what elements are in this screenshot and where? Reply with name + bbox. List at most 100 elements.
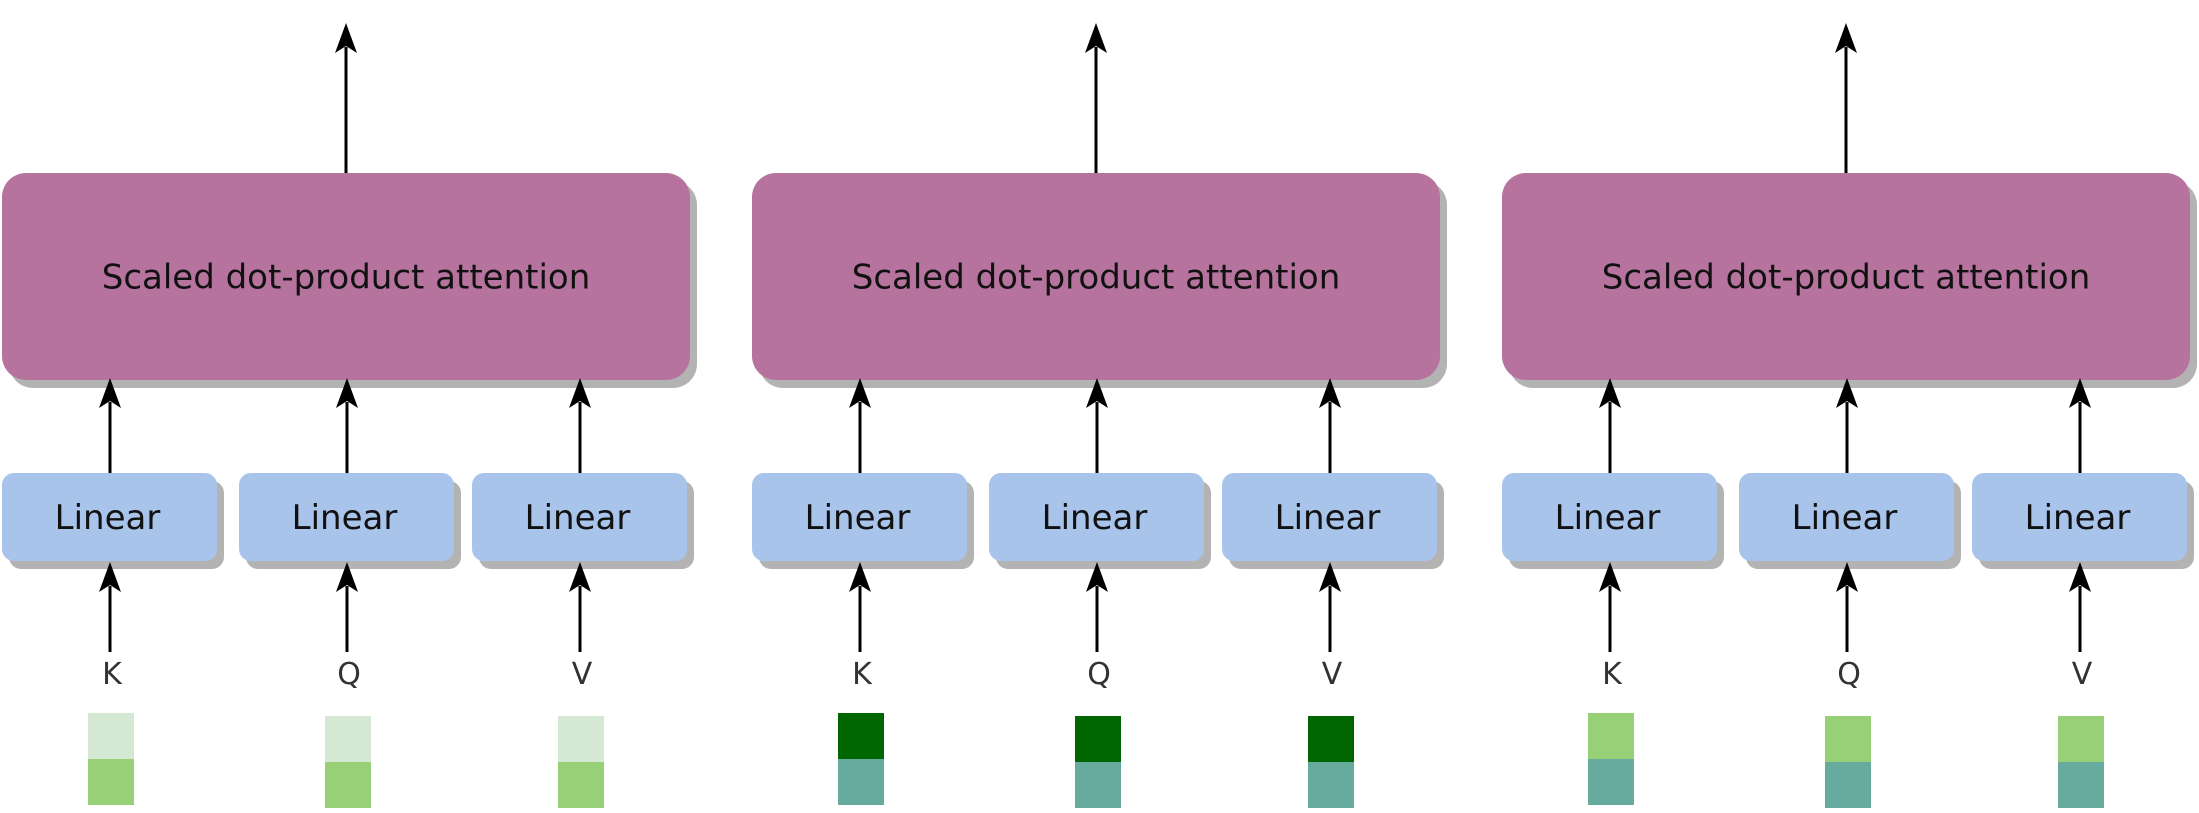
- input-to-linear-arrow-head: [1319, 562, 1341, 592]
- embedding-square-top: [558, 716, 604, 762]
- input-label-q: Q: [1087, 657, 1111, 692]
- input-to-linear-arrow: [1086, 562, 1108, 652]
- attention-label: Scaled dot-product attention: [852, 258, 1341, 298]
- input-to-linear-arrow-head: [849, 562, 871, 592]
- embedding-square-bottom: [1825, 762, 1871, 808]
- linear-box: [2, 473, 217, 561]
- attention-head-3: Scaled dot-product attentionLinearKLinea…: [1502, 23, 2197, 808]
- input-to-linear-arrow: [2069, 562, 2091, 652]
- linear-box: [752, 473, 967, 561]
- attention-label: Scaled dot-product attention: [102, 258, 591, 298]
- output-arrow-head: [1085, 23, 1107, 53]
- embedding-square-top: [1588, 713, 1634, 759]
- input-label-k: K: [852, 657, 873, 692]
- linear-to-attention-arrow: [1599, 378, 1621, 473]
- linear-label: Linear: [1792, 498, 1898, 538]
- output-arrow: [1835, 23, 1857, 173]
- embedding-square-top: [88, 713, 134, 759]
- linear-to-attention-arrow: [336, 378, 358, 473]
- embedding-square-top: [325, 716, 371, 762]
- attention-label: Scaled dot-product attention: [1602, 258, 2091, 298]
- input-label-k: K: [102, 657, 123, 692]
- linear-label: Linear: [55, 498, 161, 538]
- linear-to-attention-arrow: [2069, 378, 2091, 473]
- input-label-v: V: [572, 657, 593, 692]
- input-to-linear-arrow-head: [1086, 562, 1108, 592]
- input-label-k: K: [1602, 657, 1623, 692]
- embedding-square-bottom: [558, 762, 604, 808]
- linear-to-attention-arrow-head: [99, 378, 121, 408]
- linear-to-attention-arrow-head: [1319, 378, 1341, 408]
- output-arrow: [1085, 23, 1107, 173]
- attention-head-1: Scaled dot-product attentionLinearKLinea…: [2, 23, 697, 808]
- embedding-square-bottom: [1588, 759, 1634, 805]
- input-label-v: V: [2072, 657, 2093, 692]
- input-to-linear-arrow-head: [1836, 562, 1858, 592]
- embedding-square-top: [1825, 716, 1871, 762]
- input-to-linear-arrow-head: [99, 562, 121, 592]
- linear-to-attention-arrow-head: [336, 378, 358, 408]
- input-to-linear-arrow: [849, 562, 871, 652]
- embedding-square-bottom: [2058, 762, 2104, 808]
- linear-label: Linear: [1275, 498, 1381, 538]
- linear-box: [472, 473, 687, 561]
- linear-label: Linear: [1555, 498, 1661, 538]
- attention-head-2: Scaled dot-product attentionLinearKLinea…: [752, 23, 1447, 808]
- linear-to-attention-arrow: [1319, 378, 1341, 473]
- linear-box: [989, 473, 1204, 561]
- input-to-linear-arrow-head: [336, 562, 358, 592]
- input-to-linear-arrow-head: [569, 562, 591, 592]
- attention-box: [752, 173, 1440, 380]
- input-to-linear-arrow: [1319, 562, 1341, 652]
- input-to-linear-arrow: [569, 562, 591, 652]
- linear-to-attention-arrow-head: [849, 378, 871, 408]
- input-to-linear-arrow: [1599, 562, 1621, 652]
- embedding-square-bottom: [1308, 762, 1354, 808]
- input-to-linear-arrow: [336, 562, 358, 652]
- linear-box: [1222, 473, 1437, 561]
- output-arrow-head: [335, 23, 357, 53]
- linear-to-attention-arrow: [849, 378, 871, 473]
- attention-box: [1502, 173, 2190, 380]
- linear-to-attention-arrow-head: [2069, 378, 2091, 408]
- linear-label: Linear: [1042, 498, 1148, 538]
- input-to-linear-arrow-head: [1599, 562, 1621, 592]
- embedding-square-bottom: [88, 759, 134, 805]
- input-to-linear-arrow: [99, 562, 121, 652]
- attention-box: [2, 173, 690, 380]
- input-to-linear-arrow-head: [2069, 562, 2091, 592]
- embedding-square-top: [838, 713, 884, 759]
- embedding-square-top: [1075, 716, 1121, 762]
- linear-to-attention-arrow-head: [1086, 378, 1108, 408]
- linear-box: [1972, 473, 2187, 561]
- input-to-linear-arrow: [1836, 562, 1858, 652]
- linear-label: Linear: [292, 498, 398, 538]
- embedding-square-bottom: [325, 762, 371, 808]
- output-arrow-head: [1835, 23, 1857, 53]
- linear-to-attention-arrow-head: [1599, 378, 1621, 408]
- linear-box: [1739, 473, 1954, 561]
- linear-to-attention-arrow: [99, 378, 121, 473]
- linear-box: [1502, 473, 1717, 561]
- linear-label: Linear: [525, 498, 631, 538]
- input-label-q: Q: [1837, 657, 1861, 692]
- linear-label: Linear: [2025, 498, 2131, 538]
- input-label-q: Q: [337, 657, 361, 692]
- output-arrow: [335, 23, 357, 173]
- embedding-square-top: [1308, 716, 1354, 762]
- linear-to-attention-arrow-head: [1836, 378, 1858, 408]
- linear-to-attention-arrow: [1086, 378, 1108, 473]
- linear-to-attention-arrow-head: [569, 378, 591, 408]
- embedding-square-top: [2058, 716, 2104, 762]
- linear-to-attention-arrow: [1836, 378, 1858, 473]
